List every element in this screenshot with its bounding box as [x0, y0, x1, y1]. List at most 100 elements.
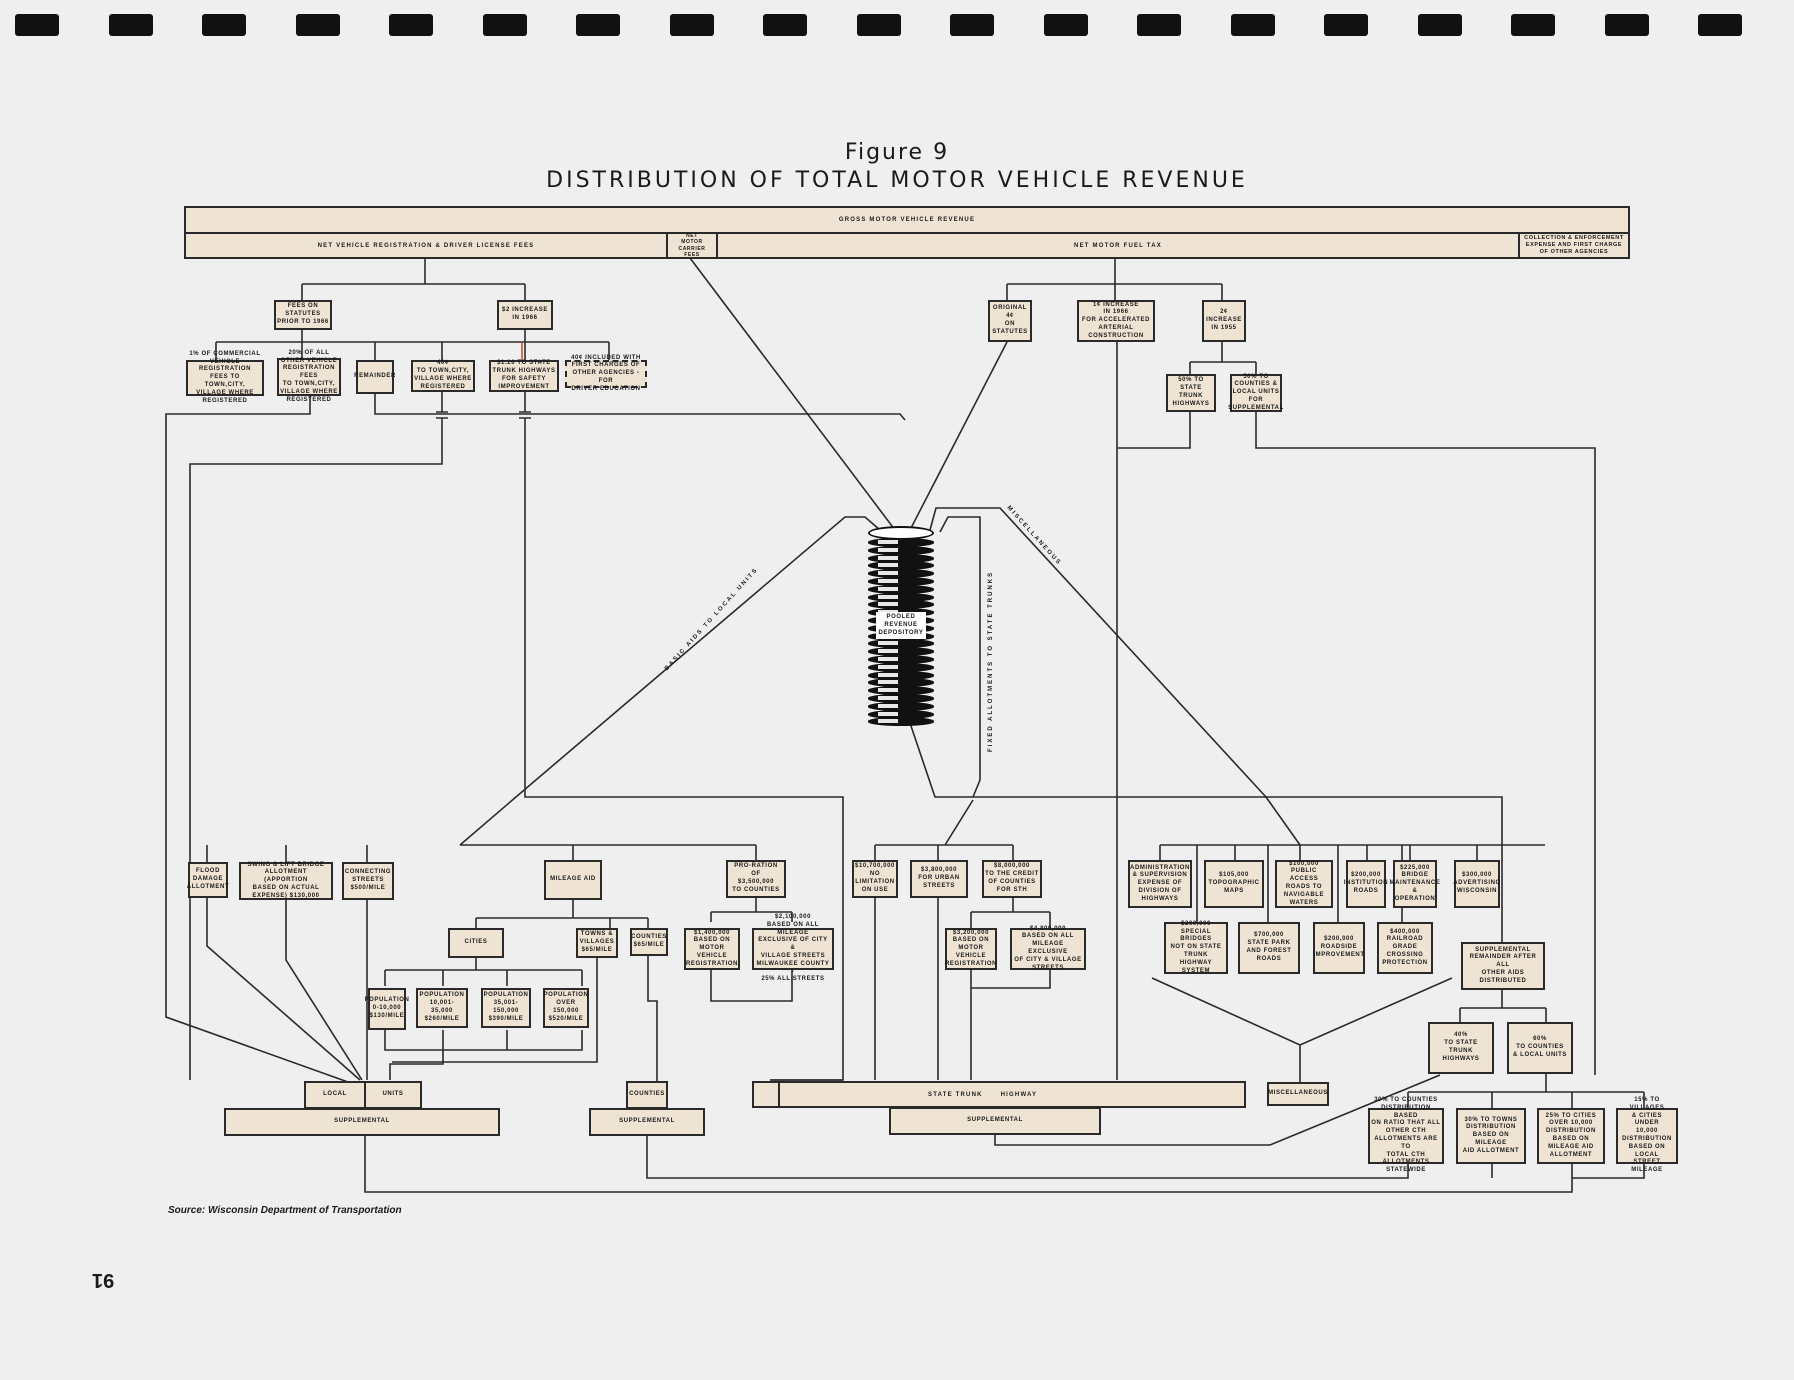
line-cities-split — [384, 958, 583, 986]
line-supp-in — [1300, 796, 1503, 942]
fifteen-percent-villages-box: 15% TO VILLAGES & CITIES UNDER 10,000 DI… — [1616, 1097, 1678, 1173]
population-over-150k-box: POPULATION OVER 150,000 $520/MILE — [543, 988, 589, 1028]
binding-hole — [1230, 14, 1275, 36]
line-commercial-out — [165, 396, 349, 1083]
sth-supplemental-box: SUPPLEMENTAL — [889, 1107, 1101, 1135]
line-forty-out — [189, 392, 448, 1080]
cities-box: CITIES — [448, 928, 504, 958]
topographic-maps-box: $105,000 TOPOGRAPHIC MAPS — [1204, 860, 1264, 908]
line-credit-merge — [970, 970, 1051, 1080]
line-misc-hub — [1159, 796, 1545, 860]
source-note: Source: Wisconsin Department of Transpor… — [168, 1205, 402, 1216]
binding-hole — [295, 14, 340, 36]
population-10k-35k-box: POPULATION 10,001-35,000 $260/MILE — [416, 988, 468, 1028]
depository-disc — [868, 592, 934, 602]
depository-disc — [868, 639, 934, 649]
remainder-box: REMAINDER — [354, 360, 395, 394]
line-2c-split — [1189, 342, 1257, 374]
figure-title: DISTRIBUTION OF TOTAL MOTOR VEHICLE REVE… — [546, 168, 1248, 193]
binding-hole — [1698, 14, 1742, 36]
state-trunk-label: STATE TRUNK — [928, 1091, 983, 1098]
highway-label: HIGHWAY — [1000, 1091, 1038, 1098]
line-sth-hub — [874, 799, 1014, 862]
line-sixty-down — [1407, 1073, 1645, 1108]
page-number: 91 — [92, 1269, 115, 1291]
line-misc-merge — [1151, 977, 1453, 1082]
pooled-revenue-depository-icon — [868, 532, 934, 727]
depository-disc — [868, 561, 934, 571]
counties-supplemental-box: SUPPLEMENTAL — [589, 1108, 705, 1136]
no-limitation-box: $10,700,000 NO LIMITATION ON USE — [852, 860, 898, 898]
line-remainder-out — [374, 394, 906, 421]
binding-hole — [1137, 14, 1181, 36]
line-swing-out — [285, 900, 363, 1081]
flood-damage-box: FLOOD DAMAGE ALLOTMENT — [187, 862, 229, 898]
connecting-streets-box: CONNECTING STREETS $500/MILE — [342, 862, 394, 900]
binding-hole — [950, 14, 994, 36]
depository-disc — [868, 584, 934, 594]
line-fuel-split — [1006, 258, 1223, 300]
line-pool-down — [909, 722, 1300, 798]
safety-improvement-box: $1.20 TO STATE TRUNK HIGHWAYS FOR SAFETY… — [489, 360, 559, 392]
depository-disc — [868, 670, 934, 680]
fees-prior-1966-box: FEES ON STATUTES PRIOR TO 1966 — [274, 300, 332, 330]
advertising-wisconsin-box: $300,000 ADVERTISING WISCONSIN — [1453, 860, 1500, 908]
all-mileage-4800k-box: $4,800,000 BASED ON ALL MILEAGE EXCLUSIV… — [1010, 926, 1086, 971]
binding-hole — [669, 14, 714, 36]
line-safety-out — [519, 392, 531, 782]
proration-box: PRO-RATION OF $3,500,000 TO COUNTIES — [726, 860, 786, 898]
administration-box: ADMINISTRATION & SUPERVISION EXPENSE OF … — [1128, 860, 1192, 908]
line-local-children — [206, 784, 757, 862]
line-half-local — [1255, 412, 1596, 1075]
roadside-improvement-box: $200,000 ROADSIDE IMPROVEMENT — [1313, 922, 1365, 974]
depository-disc — [868, 538, 934, 547]
binding-hole — [763, 14, 807, 36]
state-trunk-highway-band: STATE TRUNK HIGHWAY — [778, 1081, 1246, 1108]
line-reg-split — [301, 258, 526, 300]
line-villages-merge — [1491, 1163, 1645, 1179]
sixty-percent-local-box: 60% TO COUNTIES & LOCAL UNITS — [1507, 1022, 1573, 1074]
depository-disc — [868, 694, 934, 703]
swing-bridge-box: SWING & LIFT BRIDGE ALLOTMENT (APPORTION… — [239, 862, 333, 900]
binding-hole — [576, 14, 620, 36]
fixed-allotments-label: FIXED ALLOTMENTS TO STATE TRUNKS — [988, 570, 994, 752]
state-park-roads-box: $700,000 STATE PARK AND FOREST ROADS — [1238, 922, 1300, 974]
line-misc-second — [1196, 845, 1403, 924]
proration-1400k-box: $1,400,000 BASED ON MOTOR VEHICLE REGIST… — [684, 928, 740, 970]
binding-hole — [1417, 14, 1462, 36]
forty-percent-sth-box: 40% TO STATE TRUNK HIGHWAYS — [1428, 1022, 1494, 1074]
line-half-sth — [1117, 412, 1191, 449]
line-supp-split — [1459, 990, 1547, 1022]
original-4c-box: ORIGINAL 4¢ ON STATUTES — [988, 300, 1032, 342]
depository-disc — [868, 701, 934, 711]
line-reg-children — [215, 330, 610, 360]
line-mileage-split — [475, 900, 649, 928]
binding-hole — [108, 14, 153, 36]
binding-hole — [1604, 14, 1649, 36]
depository-disc — [868, 686, 934, 696]
credit-counties-box: $8,000,000 TO THE CREDIT OF COUNTIES FOR… — [982, 860, 1042, 898]
binding-hole — [856, 14, 901, 36]
gross-revenue-band: GROSS MOTOR VEHICLE REVENUE — [184, 206, 1630, 234]
figure-label: Figure 9 — [844, 140, 950, 165]
line-pool-basic — [529, 516, 881, 786]
line-counties-mile — [647, 956, 658, 1082]
special-bridges-box: $200,000 SPECIAL BRIDGES NOT ON STATE TR… — [1164, 921, 1228, 974]
increase-2c-box: 2¢ INCREASE IN 1955 — [1202, 300, 1246, 342]
line-pro-split — [710, 898, 793, 1002]
line-towns-out — [392, 956, 598, 1063]
other-vehicle-fees-box: 20% OF ALL OTHER VEHICLE REGISTRATION FE… — [277, 350, 341, 403]
depository-top-icon — [868, 526, 934, 540]
towns-villages-box: TOWNS & VILLAGES $65/MILE — [576, 928, 618, 958]
depository-label: POOLED REVENUE DEPOSITORY — [876, 612, 926, 640]
twentyfive-percent-cities-box: 25% TO CITIES OVER 10,000 DISTRIBUTION B… — [1537, 1108, 1605, 1164]
depository-disc — [868, 717, 934, 727]
institution-roads-box: $200,000 INSTITUTION ROADS — [1344, 860, 1388, 908]
depository-disc — [868, 662, 934, 672]
miscellaneous-box: MISCELLANEOUS — [1267, 1082, 1329, 1106]
half-local-box: 50% TO COUNTIES & LOCAL UNITS FOR SUPPLE… — [1228, 373, 1284, 412]
counties-mile-box: COUNTIES $65/MILE — [630, 928, 668, 956]
line-sth-children — [874, 898, 1051, 1080]
depository-disc — [868, 577, 934, 586]
